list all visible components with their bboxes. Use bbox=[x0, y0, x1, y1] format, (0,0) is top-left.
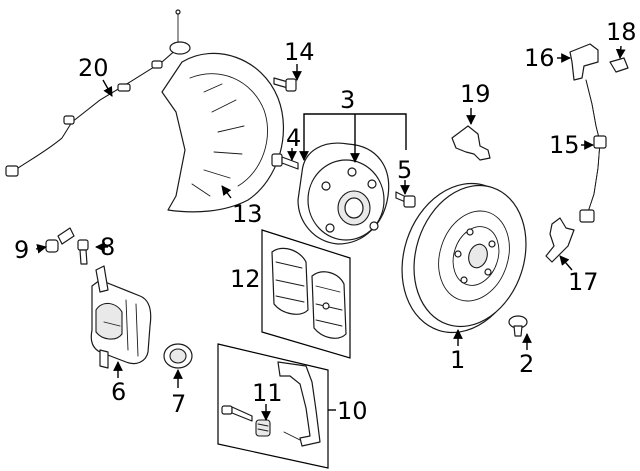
part-12-brake-pads bbox=[261, 229, 351, 359]
callout-8: 8 bbox=[100, 233, 115, 261]
part-18-clip bbox=[609, 57, 629, 73]
callout-11: 11 bbox=[252, 379, 283, 407]
part-5-bolt bbox=[395, 191, 416, 208]
leader-20 bbox=[102, 79, 113, 97]
callout-13: 13 bbox=[232, 200, 263, 228]
part-14-bolt bbox=[273, 77, 297, 92]
part-16-bracket bbox=[569, 43, 599, 81]
callout-1: 1 bbox=[450, 346, 465, 374]
leader-13 bbox=[221, 185, 232, 199]
part-6-caliper bbox=[90, 265, 152, 369]
part-3-hub-bearing bbox=[297, 142, 390, 245]
callout-labels: 20 13 14 3 4 5 19 16 18 15 17 12 8 9 1 2… bbox=[14, 18, 637, 425]
callout-12: 12 bbox=[230, 265, 261, 293]
callout-9: 9 bbox=[14, 236, 29, 264]
part-17-bracket bbox=[545, 217, 575, 263]
part-15-brake-hose bbox=[579, 79, 607, 223]
leader-17 bbox=[559, 255, 573, 271]
part-8-bleeder-screw bbox=[77, 239, 89, 265]
leader-9 bbox=[35, 243, 47, 254]
callout-20: 20 bbox=[78, 54, 109, 82]
part-7-piston-seal bbox=[163, 343, 193, 369]
part-2-rotor-screw bbox=[508, 315, 528, 337]
leader-18 bbox=[615, 45, 626, 59]
part-9-bleeder-cap bbox=[45, 227, 75, 253]
callout-16: 16 bbox=[524, 44, 555, 72]
callout-14: 14 bbox=[284, 38, 315, 66]
callout-3: 3 bbox=[340, 86, 355, 114]
part-4-bolt bbox=[271, 153, 299, 170]
callout-5: 5 bbox=[397, 156, 412, 184]
part-10-hardware-kit bbox=[217, 343, 329, 469]
part-1-rotor bbox=[401, 182, 527, 334]
callout-19: 19 bbox=[460, 80, 491, 108]
leader-lines bbox=[35, 45, 626, 421]
part-13-splash-shield bbox=[161, 52, 285, 213]
callout-2: 2 bbox=[519, 350, 534, 378]
callout-15: 15 bbox=[549, 131, 580, 159]
callout-7: 7 bbox=[171, 390, 186, 418]
callout-17: 17 bbox=[568, 268, 599, 296]
callout-18: 18 bbox=[606, 18, 637, 46]
part-19-bracket bbox=[451, 125, 491, 161]
part-20-speed-sensor-wire bbox=[5, 9, 191, 177]
part-11-guide-pin bbox=[221, 405, 271, 437]
callout-10: 10 bbox=[337, 397, 368, 425]
callout-4: 4 bbox=[286, 124, 301, 152]
callout-6: 6 bbox=[111, 378, 126, 406]
